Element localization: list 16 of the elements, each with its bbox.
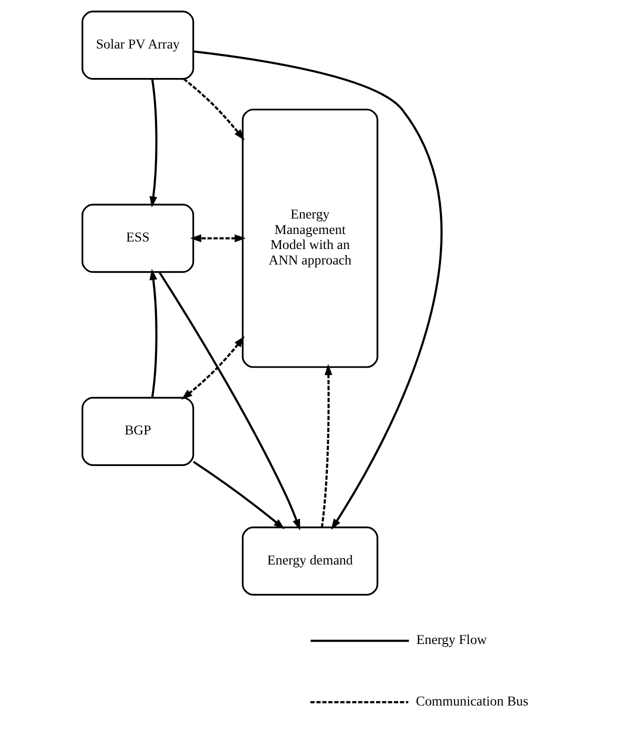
arrow xyxy=(158,272,300,530)
arrow xyxy=(182,78,244,140)
arrow xyxy=(192,460,284,530)
legend-label: Energy Flow xyxy=(416,632,486,647)
arrow xyxy=(149,78,157,208)
node-box: Solar PV Array xyxy=(81,10,194,80)
arrow xyxy=(180,336,244,400)
node-box: ESS xyxy=(81,204,194,273)
node-box: Energy demand xyxy=(241,526,378,596)
node-box: Energy Management Model with an ANN approach xyxy=(241,108,378,368)
arrow xyxy=(192,50,442,530)
arrow xyxy=(320,364,332,528)
arrow xyxy=(190,234,246,242)
node-box: BGP xyxy=(81,396,194,466)
arrow xyxy=(149,268,157,398)
legend-label: Communication Bus xyxy=(415,693,528,708)
